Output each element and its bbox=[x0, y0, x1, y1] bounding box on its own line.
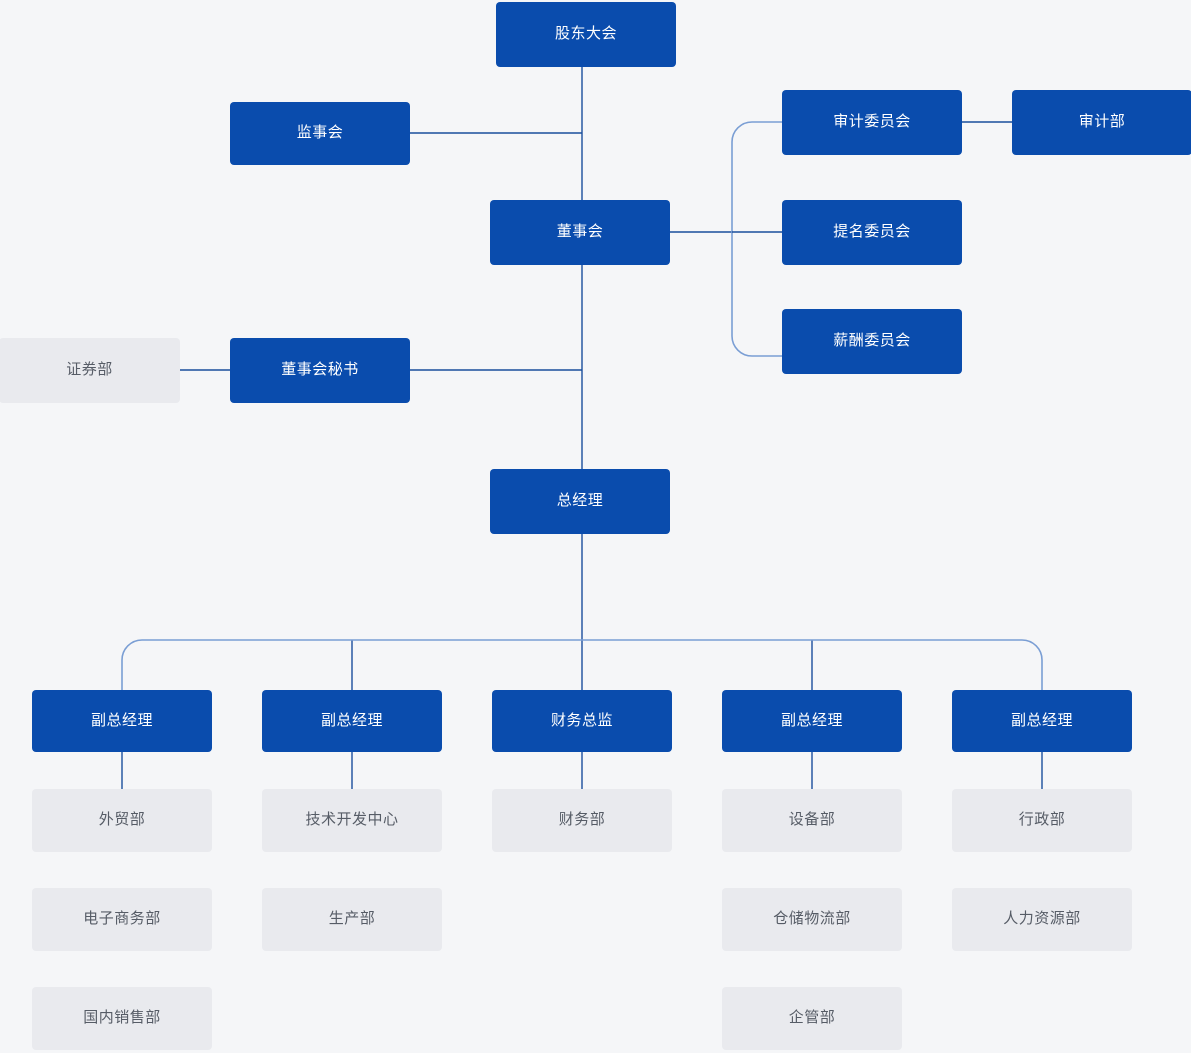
node-domestic-sales-department[interactable]: 国内销售部 bbox=[32, 987, 212, 1050]
node-label: 总经理 bbox=[556, 492, 604, 510]
node-board-of-supervisors[interactable]: 监事会 bbox=[230, 102, 410, 165]
node-label: 审计部 bbox=[1078, 113, 1126, 131]
node-shareholders-meeting[interactable]: 股东大会 bbox=[496, 2, 676, 67]
node-label: 仓储物流部 bbox=[773, 910, 851, 928]
node-vice-general-manager-2[interactable]: 副总经理 bbox=[262, 690, 442, 752]
node-label: 财务部 bbox=[558, 811, 606, 829]
node-label: 副总经理 bbox=[780, 711, 843, 729]
node-vice-general-manager-4[interactable]: 副总经理 bbox=[722, 690, 902, 752]
node-audit-department[interactable]: 审计部 bbox=[1012, 90, 1191, 155]
node-vice-general-manager-1[interactable]: 副总经理 bbox=[32, 690, 212, 752]
executive-bus bbox=[121, 639, 1043, 690]
node-human-resources-department[interactable]: 人力资源部 bbox=[952, 888, 1132, 951]
node-label: 生产部 bbox=[328, 910, 376, 928]
node-label: 证券部 bbox=[66, 361, 113, 379]
node-label: 行政部 bbox=[1018, 811, 1066, 829]
node-label: 监事会 bbox=[296, 124, 344, 142]
node-label: 薪酬委员会 bbox=[833, 332, 911, 350]
node-finance-department[interactable]: 财务部 bbox=[492, 789, 672, 852]
node-label: 副总经理 bbox=[90, 711, 153, 729]
node-board-of-directors[interactable]: 董事会 bbox=[490, 200, 670, 265]
node-vice-general-manager-5[interactable]: 副总经理 bbox=[952, 690, 1132, 752]
node-label: 企管部 bbox=[788, 1009, 836, 1027]
node-label: 提名委员会 bbox=[833, 223, 911, 241]
node-technology-development-center[interactable]: 技术开发中心 bbox=[262, 789, 442, 852]
node-administration-department[interactable]: 行政部 bbox=[952, 789, 1132, 852]
node-audit-committee[interactable]: 审计委员会 bbox=[782, 90, 962, 155]
node-label: 股东大会 bbox=[554, 25, 617, 43]
node-label: 董事会秘书 bbox=[281, 361, 359, 379]
node-label: 副总经理 bbox=[1010, 711, 1073, 729]
node-nomination-committee[interactable]: 提名委员会 bbox=[782, 200, 962, 265]
node-compensation-committee[interactable]: 薪酬委员会 bbox=[782, 309, 962, 374]
node-ecommerce-department[interactable]: 电子商务部 bbox=[32, 888, 212, 951]
node-general-manager[interactable]: 总经理 bbox=[490, 469, 670, 534]
committee-bus bbox=[731, 121, 782, 357]
node-enterprise-management-department[interactable]: 企管部 bbox=[722, 987, 902, 1050]
node-cfo[interactable]: 财务总监 bbox=[492, 690, 672, 752]
node-label: 审计委员会 bbox=[833, 113, 911, 131]
node-label: 国内销售部 bbox=[83, 1009, 161, 1027]
node-label: 外贸部 bbox=[98, 811, 146, 829]
node-label: 人力资源部 bbox=[1003, 910, 1081, 928]
node-foreign-trade-department[interactable]: 外贸部 bbox=[32, 789, 212, 852]
node-production-department[interactable]: 生产部 bbox=[262, 888, 442, 951]
node-board-secretary[interactable]: 董事会秘书 bbox=[230, 338, 410, 403]
node-label: 副总经理 bbox=[320, 711, 383, 729]
node-label: 技术开发中心 bbox=[305, 811, 399, 829]
node-equipment-department[interactable]: 设备部 bbox=[722, 789, 902, 852]
node-label: 财务总监 bbox=[550, 711, 613, 729]
node-label: 设备部 bbox=[788, 811, 836, 829]
node-label: 电子商务部 bbox=[83, 910, 161, 928]
node-label: 董事会 bbox=[556, 223, 604, 241]
node-warehouse-logistics-department[interactable]: 仓储物流部 bbox=[722, 888, 902, 951]
node-securities-department[interactable]: 证券部 bbox=[0, 338, 180, 403]
